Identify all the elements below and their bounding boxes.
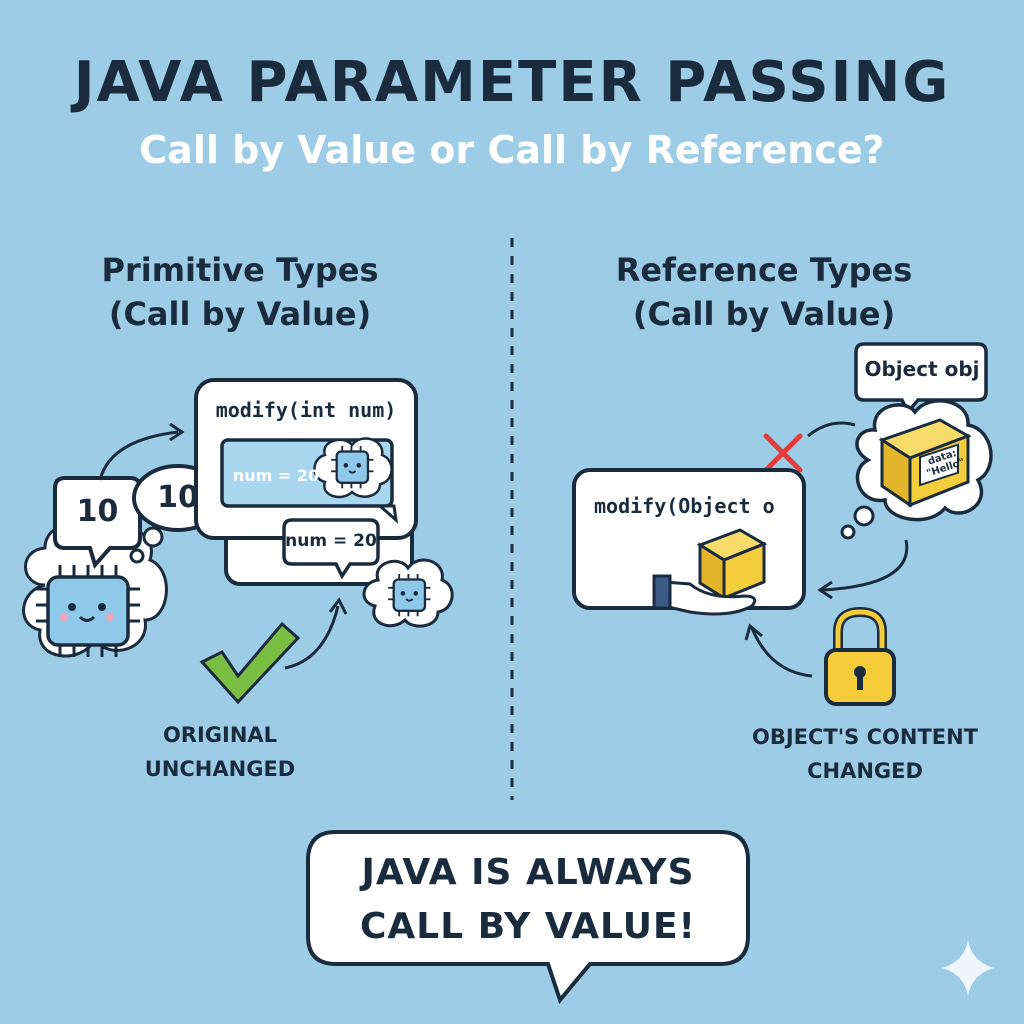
cross-icon bbox=[763, 433, 803, 473]
copy-assignment-bubble bbox=[282, 518, 380, 580]
method-signature-left: modify(int num) bbox=[215, 398, 397, 422]
thought-dot bbox=[142, 526, 164, 548]
arrow-left-bottom bbox=[284, 605, 340, 670]
chip-icon bbox=[36, 565, 140, 657]
arrow-right-top bbox=[807, 421, 856, 438]
object-label: Object obj bbox=[864, 357, 980, 381]
right-heading: Reference Types (Call by Value) bbox=[584, 248, 944, 336]
arrow-right-bottom bbox=[750, 627, 813, 678]
arrow-right-middle bbox=[821, 539, 909, 592]
right-heading-line2: (Call by Value) bbox=[632, 295, 896, 333]
chip-icon bbox=[331, 446, 374, 489]
page-subtitle: Call by Value or Call by Reference? bbox=[139, 128, 885, 172]
arrow-left-top bbox=[98, 430, 179, 481]
left-caption-line2: UNCHANGED bbox=[144, 757, 296, 781]
object-label-bubble bbox=[854, 342, 988, 416]
copy-assignment: num = 20 bbox=[285, 531, 377, 551]
conclusion-line2: CALL BY VALUE! bbox=[360, 906, 696, 947]
left-caption: ORIGINAL UNCHANGED bbox=[120, 718, 320, 786]
inner-assignment: num = 20 bbox=[232, 466, 320, 485]
method-signature-right: modify(Object o bbox=[594, 494, 775, 518]
original-value: 10 bbox=[76, 494, 119, 529]
conclusion-text: JAVA IS ALWAYS CALL BY VALUE! bbox=[308, 846, 748, 954]
thought-dot bbox=[840, 524, 856, 540]
page-title: JAVA PARAMETER PASSING bbox=[73, 50, 951, 115]
hand-with-box-icon bbox=[652, 528, 768, 616]
left-heading-line1: Primitive Types bbox=[101, 251, 379, 289]
original-value-bubble bbox=[53, 476, 142, 570]
copy-value: 10 bbox=[157, 480, 199, 515]
thought-dot bbox=[853, 505, 875, 527]
box-icon bbox=[878, 418, 972, 508]
sparkle-icon bbox=[942, 940, 994, 996]
thought-dot bbox=[129, 548, 145, 564]
left-heading-line2: (Call by Value) bbox=[108, 295, 372, 333]
chip-icon bbox=[388, 574, 431, 617]
conclusion-bubble bbox=[306, 830, 750, 1005]
left-heading: Primitive Types (Call by Value) bbox=[60, 248, 420, 336]
right-caption-line1: OBJECT'S CONTENT bbox=[751, 725, 979, 749]
lock-icon bbox=[824, 606, 896, 706]
check-icon bbox=[199, 621, 301, 705]
right-caption-line2: CHANGED bbox=[807, 759, 923, 783]
right-heading-line1: Reference Types bbox=[615, 251, 913, 289]
right-caption: OBJECT'S CONTENT CHANGED bbox=[730, 720, 1000, 788]
conclusion-line1: JAVA IS ALWAYS bbox=[361, 852, 695, 893]
left-caption-line1: ORIGINAL bbox=[162, 723, 278, 747]
